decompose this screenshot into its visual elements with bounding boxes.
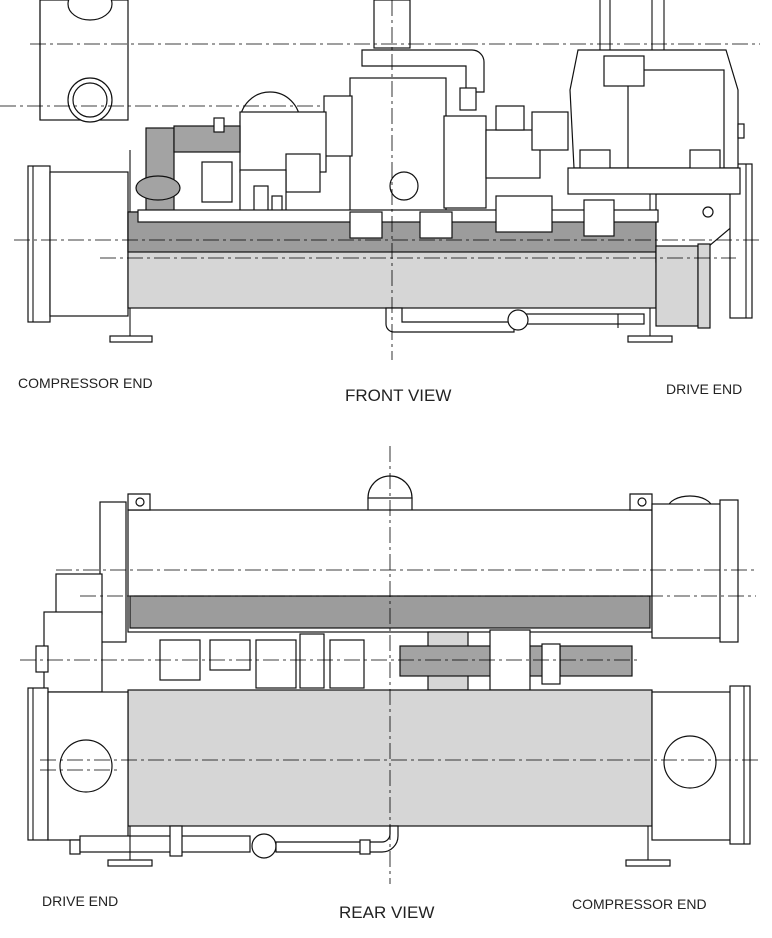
rear-bottom-piping <box>69 825 399 859</box>
front-compressor <box>239 0 569 215</box>
front-left-waterbox <box>27 165 129 323</box>
rear-left-label: DRIVE END <box>42 893 119 909</box>
front-view-drawing <box>0 0 760 360</box>
rear-right-leg <box>625 859 671 867</box>
front-view-title: FRONT VIEW <box>345 386 452 405</box>
front-right-label: DRIVE END <box>666 381 743 397</box>
rear-mid-components <box>159 629 633 691</box>
front-left-components <box>135 117 283 217</box>
rear-left-waterbox <box>27 687 129 841</box>
rear-right-upper-flange <box>651 495 739 643</box>
rear-left-leg <box>107 859 153 867</box>
rear-top-nozzle <box>367 475 413 521</box>
rear-right-waterbox <box>651 685 751 845</box>
front-mounting-rail <box>137 209 659 223</box>
front-control-cabinet <box>567 0 745 195</box>
front-upper-nozzle <box>39 0 129 123</box>
rear-left-upper-flange <box>35 501 127 693</box>
front-right-drive <box>655 163 753 329</box>
rear-view-title: REAR VIEW <box>339 903 435 922</box>
front-bottom-piping <box>385 307 645 333</box>
rear-right-label: COMPRESSOR END <box>572 896 707 912</box>
rear-main-shell <box>127 689 653 827</box>
front-right-leg <box>627 335 673 343</box>
front-left-label: COMPRESSOR END <box>18 375 153 391</box>
front-left-leg <box>109 335 153 343</box>
rear-dark-band <box>129 595 651 629</box>
rear-upper-shell <box>127 509 653 633</box>
